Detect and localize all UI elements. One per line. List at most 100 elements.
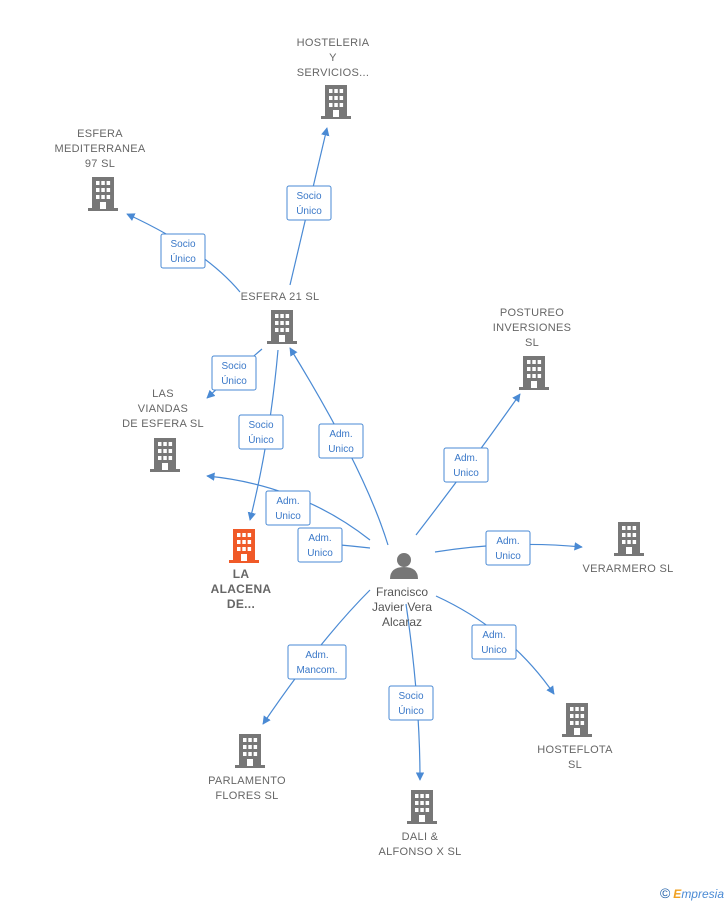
building-icon	[235, 734, 265, 768]
edge-label-text: Adm.	[496, 536, 519, 547]
edge-label-box	[388, 685, 434, 721]
edge-label-text: Unico	[275, 511, 301, 522]
edge-label-text: Unico	[453, 468, 479, 479]
building-icon	[150, 438, 180, 472]
edge-label-text: Único	[170, 252, 196, 265]
brand-footer: ©Empresia	[660, 885, 724, 901]
building-icon	[321, 85, 351, 119]
company-name: ALFONSO X SL	[378, 846, 461, 858]
company-name: POSTUREO	[500, 307, 564, 319]
company-name: LA	[233, 567, 250, 581]
person-name: Javier Vera	[372, 600, 432, 614]
edge-label-text: Unico	[307, 548, 333, 559]
edge-label-e-postureo[interactable]: Adm. Unico	[443, 447, 489, 483]
edge-label-box	[318, 423, 364, 459]
edge-label-box	[238, 414, 284, 450]
edge-label-text: Único	[398, 704, 424, 717]
edge-label-e-alacena-adm[interactable]: Adm. Unico	[297, 527, 343, 563]
building-icon	[407, 790, 437, 824]
edge-label-box	[211, 355, 257, 391]
company-name: VERARMERO SL	[582, 563, 673, 575]
edge-label-text: Unico	[328, 444, 354, 455]
company-node-parlamento[interactable]: PARLAMENTO FLORES SL	[208, 734, 286, 802]
edge-label-text: Adm.	[305, 650, 328, 661]
building-icon	[229, 529, 259, 563]
company-name: DALI &	[402, 831, 439, 843]
edge-label-text: Adm.	[482, 630, 505, 641]
edge-label-text: Socio	[221, 361, 246, 372]
person-name: Alcaraz	[382, 615, 422, 629]
edge-label-text: Único	[296, 204, 322, 217]
company-name: VIANDAS	[138, 403, 188, 415]
edge-label-box	[287, 644, 347, 680]
edge-label-box	[485, 530, 531, 566]
brand-logo-initial: E	[673, 887, 682, 901]
edge-label-text: Socio	[248, 420, 273, 431]
company-node-hosteleria[interactable]: HOSTELERIAYSERVICIOS...	[297, 37, 370, 119]
company-node-esfera21[interactable]: ESFERA 21 SL	[241, 291, 320, 344]
edge-label-e-viandas-adm[interactable]: Adm. Unico	[265, 490, 311, 526]
company-node-esfera-med[interactable]: ESFERA MEDITERRANEA 97 SL	[55, 128, 146, 211]
building-icon	[88, 177, 118, 211]
company-node-postureo[interactable]: POSTUREO INVERSIONES SL	[493, 307, 572, 390]
edge-label-box	[443, 447, 489, 483]
edge-label-text: Unico	[481, 645, 507, 656]
company-name: INVERSIONES	[493, 322, 572, 334]
edge-label-text: Unico	[495, 551, 521, 562]
company-name: SERVICIOS...	[297, 67, 369, 79]
edge-label-box	[297, 527, 343, 563]
edge-label-e-esfera21-adm[interactable]: Adm. Unico	[318, 423, 364, 459]
company-name: ALACENA	[211, 582, 272, 596]
edge-label-text: Único	[221, 374, 247, 387]
company-name: ESFERA 21 SL	[241, 291, 320, 303]
company-node-verarmero[interactable]: VERARMERO SL	[582, 522, 673, 575]
building-icon	[614, 522, 644, 556]
company-name: SL	[525, 337, 539, 349]
edge-label-box	[286, 185, 332, 221]
edge-label-text: Único	[248, 433, 274, 446]
edge-label-box	[471, 624, 517, 660]
edge-label-e-hosteflota[interactable]: Adm. Unico	[471, 624, 517, 660]
company-name: SL	[568, 759, 582, 771]
edge-label-text: Socio	[398, 691, 423, 702]
company-name: Y	[329, 52, 337, 64]
company-name: HOSTEFLOTA	[537, 744, 613, 756]
company-name: FLORES SL	[215, 790, 278, 802]
brand-logo-text: mpresia	[681, 887, 724, 901]
edge-label-e-verarmero[interactable]: Adm. Unico	[485, 530, 531, 566]
person-name: Francisco	[376, 585, 428, 599]
company-name: ESFERA	[77, 128, 123, 140]
edge-label-box	[265, 490, 311, 526]
person-icon	[390, 553, 418, 579]
edge-label-text: Adm.	[454, 453, 477, 464]
edge-label-e-parlamento[interactable]: Adm. Mancom.	[287, 644, 347, 680]
company-name: MEDITERRANEA	[55, 143, 146, 155]
company-name: PARLAMENTO	[208, 775, 286, 787]
edge-label-text: Adm.	[276, 496, 299, 507]
copyright-icon: ©	[659, 885, 671, 901]
company-node-hosteflota[interactable]: HOSTEFLOTA SL	[537, 703, 613, 771]
company-name: DE ESFERA SL	[122, 418, 204, 430]
company-node-viandas[interactable]: LAS VIANDAS DE ESFERA SL	[122, 388, 204, 472]
company-node-alacena[interactable]: LAALACENADE...	[211, 529, 272, 611]
edge-label-box	[160, 233, 206, 269]
edge-label-text: Adm.	[329, 429, 352, 440]
company-name: 97 SL	[85, 158, 115, 170]
edge-label-text: Adm.	[308, 533, 331, 544]
building-icon	[562, 703, 592, 737]
company-name: DE...	[227, 597, 255, 611]
building-icon	[267, 310, 297, 344]
company-node-dali[interactable]: DALI & ALFONSO X SL	[378, 790, 461, 858]
edge-label-text: Mancom.	[296, 665, 337, 676]
edge-label-text: Socio	[170, 239, 195, 250]
company-name: LAS	[152, 388, 174, 400]
building-icon	[519, 356, 549, 390]
edge-label-text: Socio	[296, 191, 321, 202]
